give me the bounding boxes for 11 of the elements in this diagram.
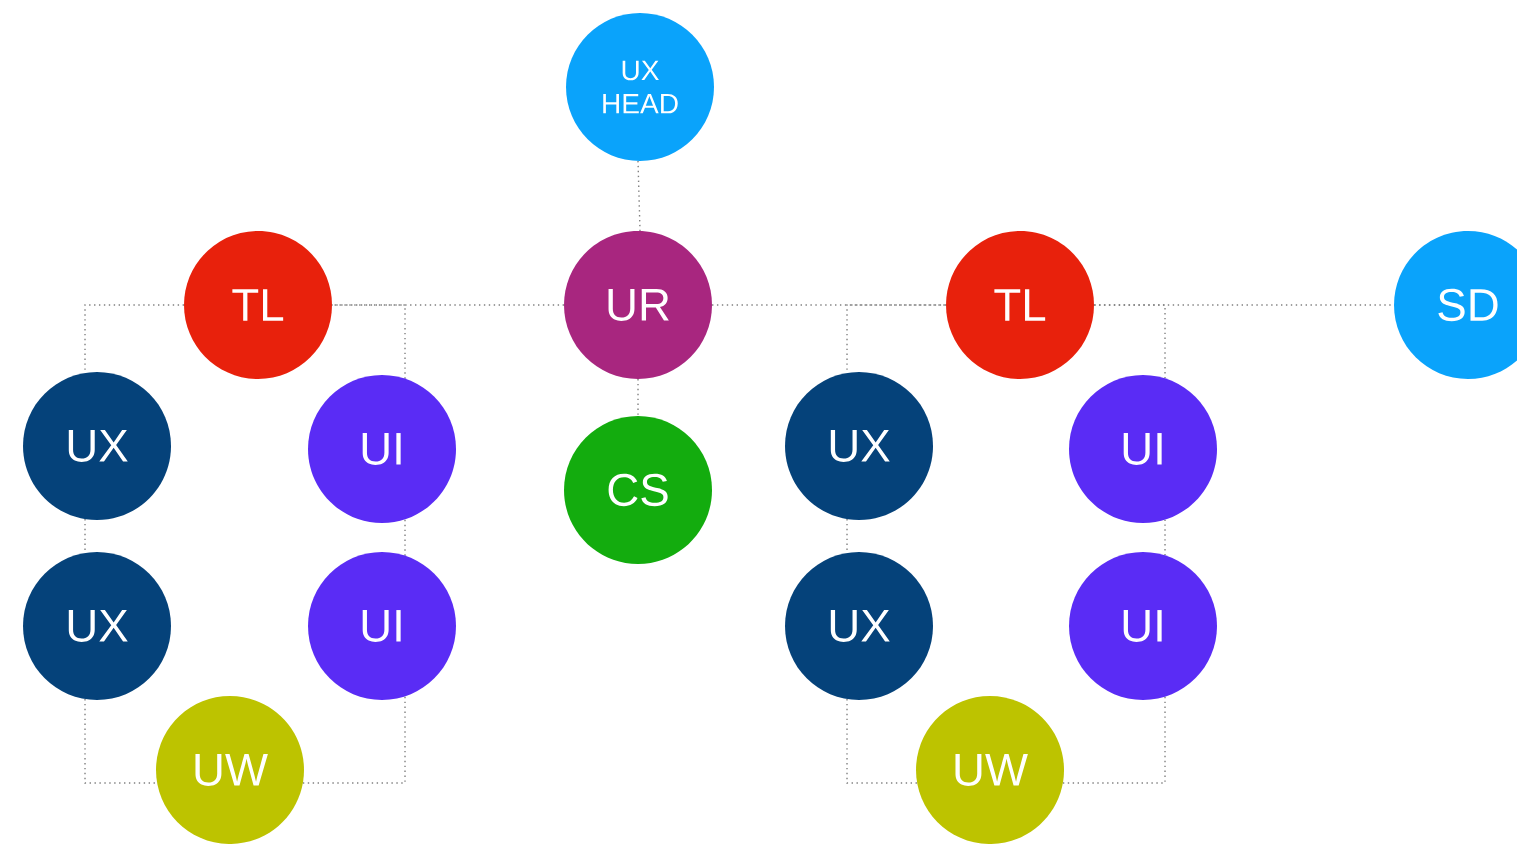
connector-line	[404, 518, 406, 557]
connector-line	[302, 695, 406, 784]
connector-line	[637, 160, 641, 232]
connector-line	[846, 698, 918, 784]
connector-line	[84, 698, 158, 784]
connector-line	[1093, 304, 1166, 380]
connector-line	[711, 304, 947, 306]
connector-line	[1164, 518, 1166, 557]
connector-line	[331, 304, 565, 306]
connector-line	[637, 378, 639, 417]
connector-line	[1062, 695, 1166, 784]
